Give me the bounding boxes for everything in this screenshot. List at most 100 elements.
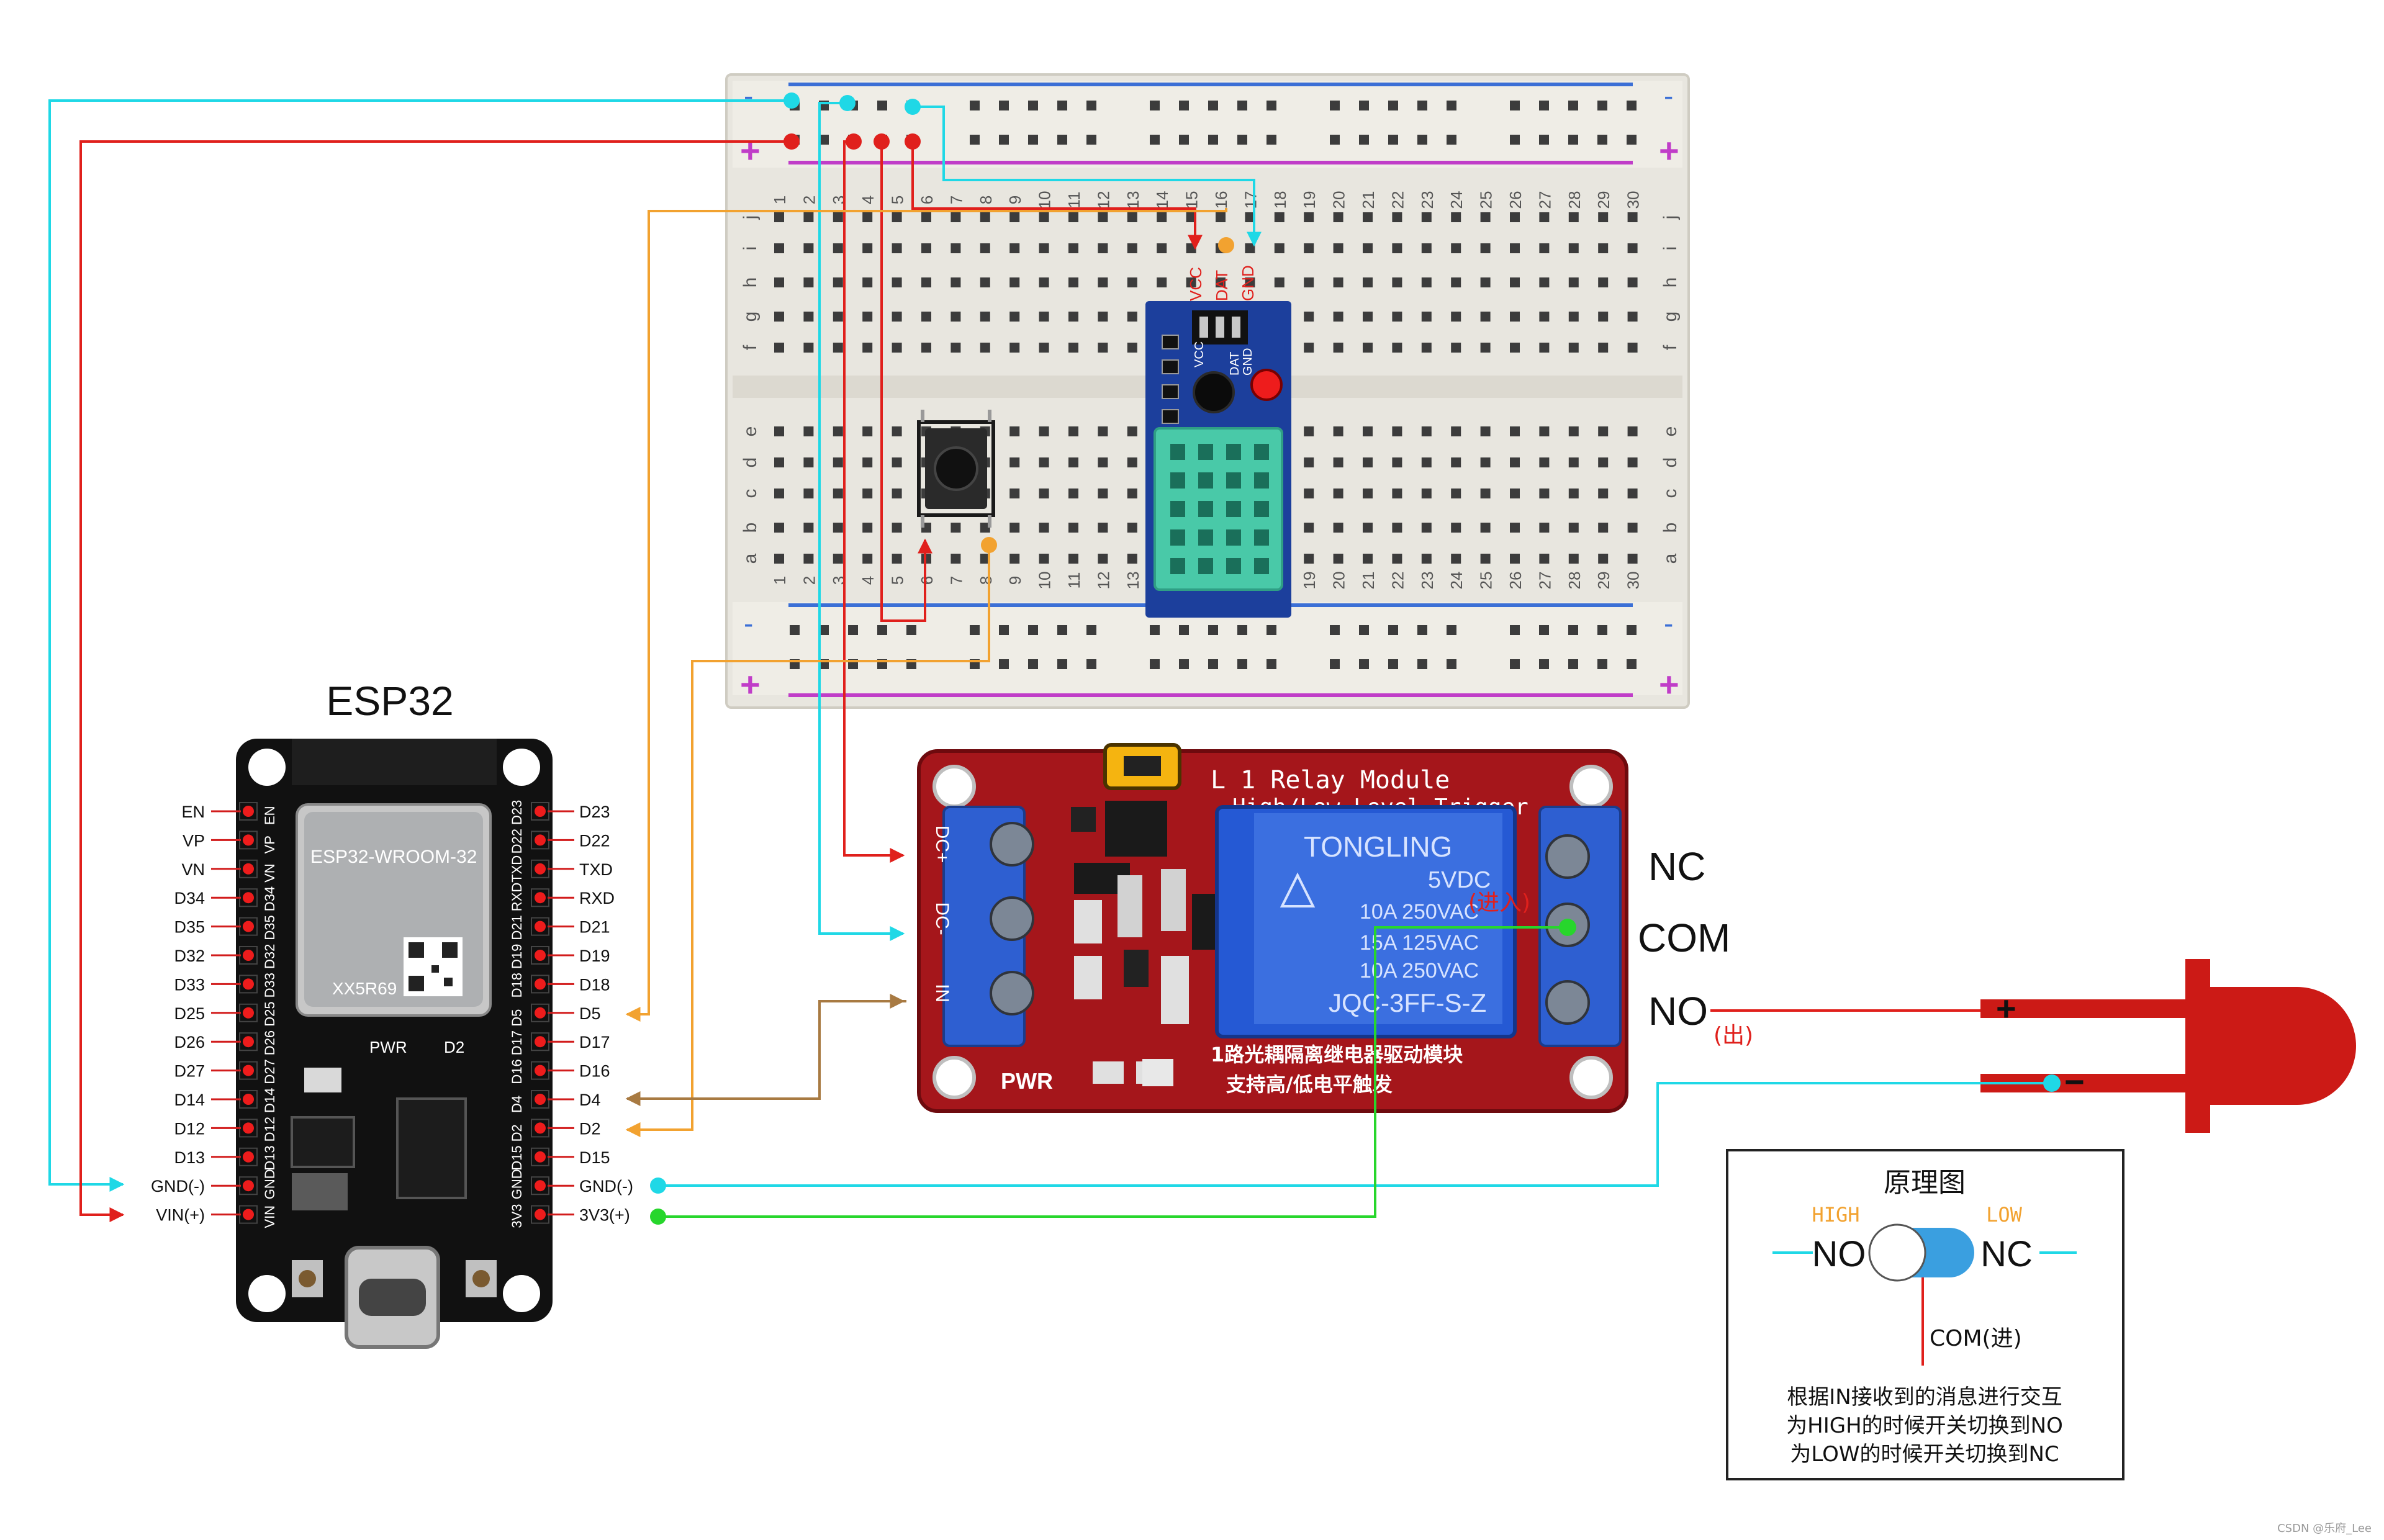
breadboard-hole — [1568, 212, 1579, 222]
breadboard-row-letter: e — [1660, 426, 1681, 437]
breadboard-rail-hole — [1179, 625, 1189, 635]
relay-label-no: NO — [1648, 989, 1708, 1033]
breadboard-hole — [1539, 554, 1550, 564]
breadboard-rail-hole — [1330, 135, 1340, 145]
breadboard-hole — [1127, 523, 1137, 533]
esp32-left-pin-label: D26 — [174, 1033, 205, 1051]
breadboard-hole — [1304, 554, 1314, 564]
breadboard-column-number: 27 — [1535, 191, 1554, 209]
esp32-right-pin-label: D19 — [579, 947, 610, 965]
wire-vin-button — [880, 142, 932, 622]
breadboard-hole — [1598, 243, 1609, 253]
breadboard-hole — [1068, 277, 1078, 287]
dht-vent — [1170, 501, 1185, 517]
breadboard-column-number: 2 — [800, 576, 818, 585]
rail-plus-top-left: + — [740, 131, 761, 170]
breadboard-rail-hole — [906, 625, 916, 635]
breadboard-rail-hole — [1330, 101, 1340, 110]
esp32-right-pin-dot — [535, 863, 546, 875]
breadboard-column-number: 23 — [1418, 572, 1437, 590]
breadboard-column-number: 13 — [1124, 191, 1142, 209]
breadboard-column-number: 18 — [1271, 191, 1289, 209]
relay-label-nc: NC — [1648, 844, 1705, 889]
wire-3v3-com — [661, 926, 1568, 1218]
breadboard-hole — [1392, 243, 1402, 253]
breadboard-rail-hole — [877, 625, 887, 635]
breadboard-hole — [774, 243, 784, 253]
breadboard-column-number: 9 — [1006, 196, 1024, 204]
esp32-right-pin-label: 3V3(+) — [579, 1206, 630, 1225]
breadboard-column-number: 5 — [888, 576, 907, 585]
breadboard-hole — [803, 457, 814, 467]
breadboard-hole — [1127, 489, 1137, 498]
breadboard-hole — [1274, 243, 1285, 253]
breadboard-hole — [892, 554, 902, 564]
breadboard-hole — [803, 343, 814, 353]
breadboard-column-number: 30 — [1624, 572, 1643, 590]
esp32-right-pin-label: D17 — [579, 1033, 610, 1051]
breadboard-hole — [1009, 457, 1020, 467]
breadboard-hole — [1363, 426, 1373, 436]
breadboard-column-number: 25 — [1477, 191, 1496, 209]
breadboard-hole — [921, 343, 931, 353]
breadboard-hole — [1392, 343, 1402, 353]
breadboard-hole — [1568, 554, 1579, 564]
breadboard-hole — [1304, 523, 1314, 533]
breadboard-rail-hole — [819, 625, 829, 635]
esp32-right-pin-dot — [535, 950, 546, 961]
sensor-pin-vcc: VCC — [1186, 267, 1205, 301]
breadboard-hole — [803, 212, 814, 222]
esp32-right-pin-silk: D4 — [509, 1096, 525, 1113]
breadboard-column-number: 4 — [859, 576, 877, 585]
breadboard-hole — [774, 554, 784, 564]
esp32-right-pin-silk: D22 — [509, 829, 525, 853]
relay-spec1: 10A 250VAC — [1360, 900, 1479, 924]
breadboard-column-number: 21 — [1359, 191, 1378, 209]
breadboard-hole — [1216, 277, 1226, 287]
breadboard-hole — [774, 426, 784, 436]
sensor-pin-dat: DAT — [1212, 270, 1231, 301]
esp32-right-pin-dot — [535, 1065, 546, 1076]
breadboard-hole — [862, 343, 873, 353]
breadboard-hole — [1451, 243, 1461, 253]
breadboard-column-number: 1 — [770, 196, 789, 204]
breadboard-hole — [1539, 277, 1550, 287]
led-minus-label: − — [2064, 1062, 2085, 1101]
breadboard-hole — [803, 426, 814, 436]
sensor-board-pin-labels: VCC — [1193, 341, 1206, 367]
breadboard-rail-hole — [1359, 101, 1369, 110]
breadboard-hole — [1009, 277, 1020, 287]
breadboard-hole — [1568, 426, 1579, 436]
dht-vent — [1198, 501, 1213, 517]
breadboard-rail-hole — [1568, 625, 1578, 635]
breadboard-hole — [1098, 212, 1108, 222]
breadboard-rail-hole — [1028, 659, 1038, 669]
wire-vin-sensor — [911, 142, 1203, 250]
esp32-left-pin-silk: D25 — [262, 1001, 278, 1026]
breadboard-hole — [1392, 457, 1402, 467]
breadboard-hole — [1627, 243, 1638, 253]
breadboard-hole — [1451, 212, 1461, 222]
breadboard-hole — [1627, 426, 1638, 436]
breadboard-hole — [1421, 426, 1432, 436]
breadboard-row-letter: d — [1660, 457, 1681, 468]
breadboard-hole — [1480, 523, 1491, 533]
breadboard-hole — [862, 489, 873, 498]
breadboard-hole — [862, 277, 873, 287]
breadboard-row-letter: f — [740, 344, 761, 350]
breadboard-hole — [1068, 243, 1078, 253]
breadboard-rail-hole — [970, 625, 980, 635]
breadboard-hole — [1039, 312, 1049, 322]
breadboard-rail-hole — [1359, 135, 1369, 145]
breadboard-hole — [1274, 277, 1285, 287]
breadboard-rail-hole — [1208, 625, 1218, 635]
breadboard-rail-hole — [1237, 659, 1247, 669]
breadboard-hole — [1127, 343, 1137, 353]
breadboard-rail-hole — [1510, 135, 1520, 145]
breadboard-hole — [862, 312, 873, 322]
breadboard-hole — [1480, 243, 1491, 253]
breadboard-hole — [1127, 554, 1137, 564]
breadboard-hole — [1039, 343, 1049, 353]
breadboard-hole — [1186, 277, 1196, 287]
breadboard-hole — [1627, 312, 1638, 322]
